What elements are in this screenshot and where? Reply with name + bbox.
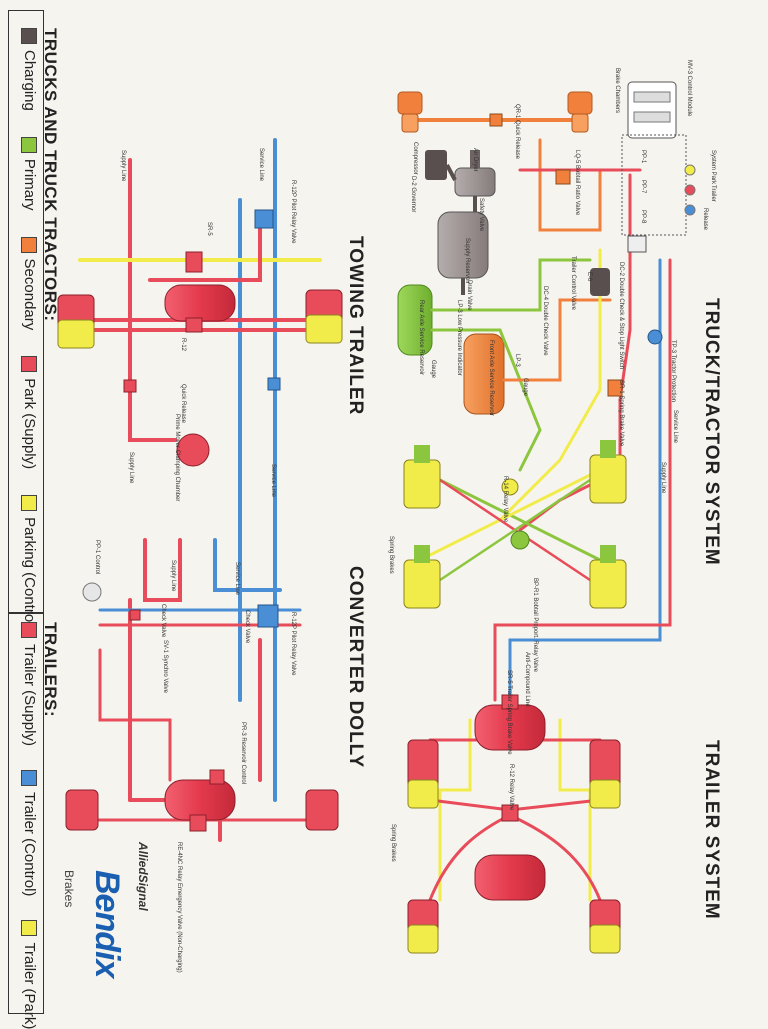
label-check-valve-dolly-2: Check Valve <box>160 604 166 638</box>
label-r12-towing: R-12 <box>180 338 186 352</box>
label-supply-line-tractor: Supply Line <box>660 462 666 494</box>
legend-item-park-supply: Park (Supply) <box>21 356 38 469</box>
trailer-control-swatch <box>21 769 38 786</box>
mv3-control-module <box>621 81 696 236</box>
bendix-logo: Bendix <box>88 870 126 978</box>
title-truck-tractor-system: TRUCK/TRACTOR SYSTEM <box>701 298 722 566</box>
title-trailer-system: TRAILER SYSTEM <box>701 740 722 920</box>
legend-item-secondary: Secondary <box>21 236 38 330</box>
label-trailer-control-valve: Trailer Control Valve <box>570 256 576 311</box>
label-check-valve-dolly: Check Valve <box>244 610 250 644</box>
label-service-line-dolly: Service Line <box>234 562 240 596</box>
trailer-supply-swatch <box>21 622 38 638</box>
label-re4nc-relay: RE-4NC Relay Emergency Valve (Non-Chargi… <box>176 842 182 973</box>
label-drain-valve: Drain Valve <box>466 280 472 311</box>
park-supply-swatch <box>21 356 38 373</box>
label-lq5-bobtail: LQ-5 Bobtail Ratio Valve <box>574 150 580 216</box>
legend-item-parking-control: Parking (Control) <box>21 495 38 631</box>
title-towing-trailer: TOWING TRAILER <box>345 236 366 416</box>
label-air-dryer: Air Dryer <box>472 148 478 172</box>
converter-dolly <box>65 538 339 842</box>
legend-trailer-list: Trailer (Supply) Trailer (Control) Trail… <box>21 622 38 1029</box>
legend-truck-heading: TRUCKS AND TRUCK TRACTORS: <box>41 28 60 322</box>
towing-trailer <box>57 138 343 602</box>
label-sr5-towing: SR-5 <box>206 222 212 236</box>
label-anti-compound: Anti-Compound Line <box>524 652 530 707</box>
label-e6-brake: E-6 <box>586 272 592 282</box>
front-axle-reservoir <box>463 333 505 415</box>
primary-swatch <box>21 136 38 153</box>
label-spring-brakes-tractor: Spring Brakes <box>388 536 394 574</box>
label-rear-axle-reservoir: Rear Axle Service Reservoir <box>418 300 424 376</box>
title-converter-dolly: CONVERTER DOLLY <box>345 566 366 769</box>
label-release: Release <box>702 208 708 231</box>
legend-item-trailer-control: Trailer (Control) <box>21 769 38 896</box>
label-prime-mover-chamber: Prime Mover Clamping Chamber <box>174 414 180 502</box>
label-safety-valve: Safety Valve <box>478 198 484 232</box>
label-pp1-tractor: PP-1 <box>640 150 646 164</box>
label-spring-brakes-trailer: Spring Brakes <box>390 824 396 862</box>
towing-trailer-chambers <box>57 289 343 349</box>
label-service-line-towing: Service Line <box>258 148 264 182</box>
charging-swatch <box>21 28 38 44</box>
label-mv3-module: MV-3 Control Module <box>686 60 692 117</box>
label-lp3-2: LP-3 <box>514 354 520 367</box>
trailer-park-swatch <box>21 920 38 937</box>
label-compressor: Compressor <box>412 142 418 175</box>
legend-item-charging: Charging <box>21 28 38 111</box>
label-dc2-double-check: DC-2 Double Check & Stop Light Switch <box>618 262 624 370</box>
tractor-spring-brakes <box>403 440 627 609</box>
label-pr3-reservoir: PR-3 Reservoir Control <box>240 722 246 785</box>
label-service-line-mid: Service Line <box>270 464 276 498</box>
secondary-swatch <box>21 236 38 253</box>
parking-control-swatch <box>21 495 38 512</box>
label-pp8-tractor: PP-8 <box>640 210 646 224</box>
trailer-spring-brakes <box>407 739 621 954</box>
label-supply-line-mid: Supply Line <box>128 452 134 484</box>
label-brake-chambers: Brake Chambers <box>614 68 620 114</box>
label-gauge-2: Gauge <box>522 378 528 397</box>
label-sr1-spring: SR-1 Spring Brake Valve <box>618 380 624 447</box>
label-r14-relay: R-14 Relay Valve <box>502 476 508 523</box>
label-qr1-quick-release: QR-1 Quick Release <box>514 104 520 160</box>
label-supply-line-towing: Supply Line <box>120 150 126 182</box>
brand-corp-logo: AlliedSignal <box>136 842 150 911</box>
front-brake-chambers <box>397 91 593 133</box>
label-gauge-1: Gauge <box>430 360 436 379</box>
rear-axle-reservoir <box>397 284 433 356</box>
label-dc4-double-check: DC-4 Double Check Valve <box>542 286 548 356</box>
truck-tractor-system <box>397 81 696 609</box>
label-r12-trailer: R-12 Relay Valve <box>508 764 514 811</box>
legend-truck-list: Charging Primary Secondary Park (Supply)… <box>21 28 38 631</box>
label-pp1-control: PP-1 Control <box>94 540 100 575</box>
label-lp3-low-pressure: LP-3 Low Pressure Indicator <box>456 300 462 376</box>
label-service-line-tractor: Service Line <box>672 410 678 444</box>
compressor-group <box>425 150 496 295</box>
legend-trailer-heading: TRAILERS: <box>41 622 60 718</box>
label-front-axle-reservoir: Front Axle Service Reservoir <box>488 340 494 417</box>
legend-item-trailer-supply: Trailer (Supply) <box>21 622 38 746</box>
label-r12p-relay-dolly: R-12P Pilot Relay Valve <box>290 612 296 676</box>
label-sr5-trailer: SR-5 Trailer Spring Brake Valve <box>506 670 512 755</box>
label-supply-line-dolly: Supply Line <box>170 560 176 592</box>
legend-item-primary: Primary <box>21 136 38 211</box>
legend-divider <box>8 612 44 614</box>
label-supply-reservoir: Supply Reservoir <box>464 238 470 284</box>
brand-sub: Brakes <box>62 870 76 908</box>
label-trailer: Trailer <box>710 185 716 202</box>
converter-dolly-chambers <box>65 789 339 831</box>
label-system-park: System Park <box>710 150 716 185</box>
label-bp-r1-bobtail: BP-R1 Bobtail Proport. Relay Valve <box>532 578 538 672</box>
label-sv1-synchro: SV-1 Synchro Valve <box>162 640 168 693</box>
label-tp3-tractor-protection: TP-3 Tractor Protection <box>670 340 676 403</box>
legend-frame <box>8 10 44 1014</box>
label-pp7-tractor: PP-7 <box>640 180 646 194</box>
label-r12p-pilot-relay: R-12P Pilot Relay Valve <box>290 180 296 244</box>
legend-item-trailer-park: Trailer (Park) <box>21 920 38 1029</box>
trailer-system <box>407 598 672 954</box>
label-d2-governor: D-2 Governor <box>410 176 416 213</box>
label-quick-release-towing: Quick Release <box>180 384 186 424</box>
